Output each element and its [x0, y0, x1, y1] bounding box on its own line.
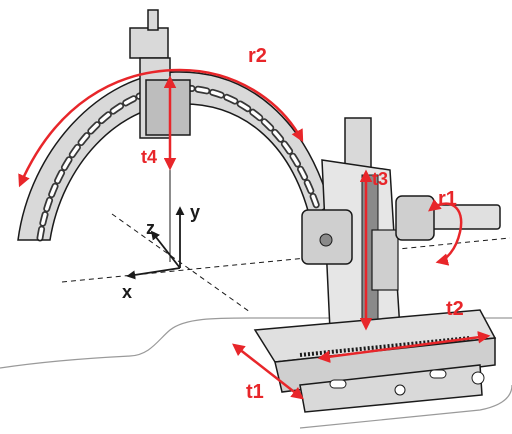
motion-arrows	[18, 68, 491, 400]
vertical-column	[301, 117, 401, 331]
label-r2: r2	[248, 45, 267, 67]
label-t1: t1	[246, 381, 264, 403]
base-stage	[253, 309, 497, 413]
r1-arrow	[428, 198, 463, 266]
dashed-axis-diagonal	[111, 213, 251, 313]
label-t3: t3	[372, 169, 388, 189]
label-z: z	[146, 218, 155, 238]
label-t2: t2	[446, 298, 464, 320]
label-r1: r1	[438, 188, 457, 210]
r2-arrow	[18, 68, 304, 188]
t1-arrow	[232, 343, 304, 400]
coordinate-axes	[126, 206, 185, 280]
table-outline	[0, 317, 512, 369]
t2-arrow	[317, 331, 491, 363]
label-x: x	[122, 282, 132, 302]
label-t4: t4	[141, 147, 157, 167]
label-y: y	[190, 202, 200, 222]
arc-carriage	[129, 9, 191, 262]
rotation-shaft	[395, 195, 501, 241]
